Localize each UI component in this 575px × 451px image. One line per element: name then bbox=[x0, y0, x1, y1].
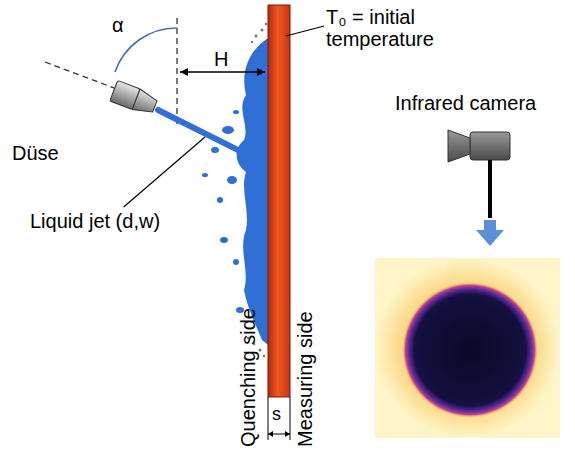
nozzle-label: Düse bbox=[12, 142, 59, 164]
distance-label: H bbox=[214, 48, 228, 70]
side-label: Measuring side bbox=[294, 311, 316, 447]
jet-label: Liquid jet (d,w) bbox=[30, 210, 160, 232]
leader-line bbox=[124, 137, 205, 207]
camera-label: Infrared camera bbox=[395, 92, 536, 114]
angle-label: α bbox=[112, 14, 124, 36]
thickness-label: s bbox=[272, 405, 281, 425]
temperature-label: T₀ = initial temperature bbox=[326, 6, 476, 50]
side-label: Quenching side bbox=[237, 308, 259, 447]
